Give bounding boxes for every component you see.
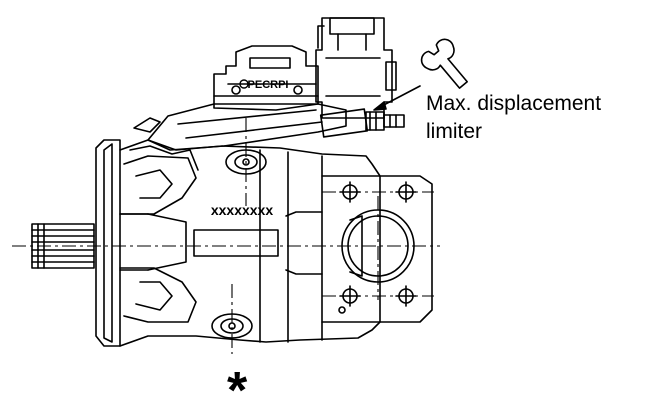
footnote-asterisk: * bbox=[227, 362, 248, 420]
valve-label-icon bbox=[239, 79, 249, 89]
annotation-line1: Max. displacement bbox=[426, 92, 602, 115]
mounting-flange bbox=[95, 139, 121, 347]
part-number: xxxxxxxx bbox=[211, 202, 274, 218]
port-block bbox=[321, 175, 417, 323]
pump-housing bbox=[119, 139, 433, 347]
pecrpi-valve bbox=[213, 45, 319, 111]
valve-label: PECRPI bbox=[248, 79, 289, 91]
wrench-icon bbox=[420, 38, 468, 89]
centerlines bbox=[12, 118, 440, 354]
max-displacement-limiter bbox=[319, 108, 405, 138]
control-housing bbox=[133, 103, 347, 151]
annotation-line2: limiter bbox=[426, 120, 482, 143]
leader-arrowhead bbox=[373, 101, 387, 111]
